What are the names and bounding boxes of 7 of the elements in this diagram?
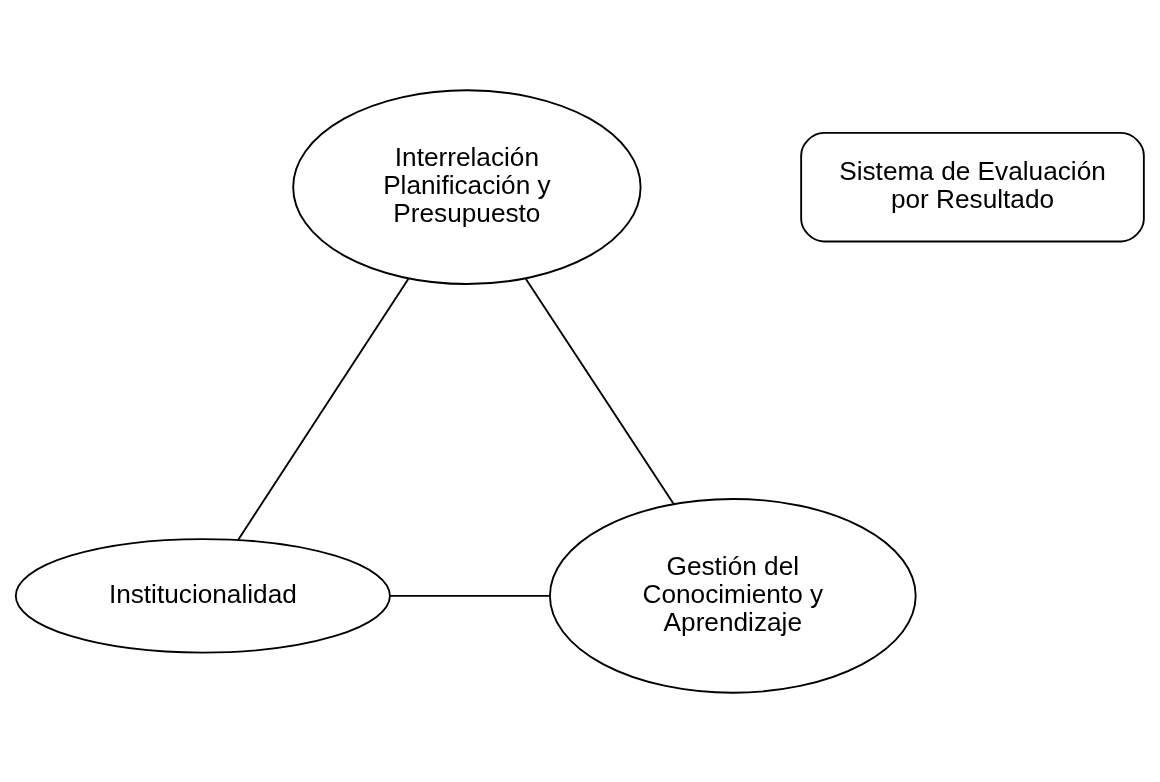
node-ellipse: Institucionalidad xyxy=(14,537,391,654)
node-ellipse: Gestión del Conocimiento y Aprendizaje xyxy=(549,497,917,694)
connector xyxy=(237,276,410,541)
node-box: Sistema de Evaluación por Resultado xyxy=(800,131,1145,242)
connector xyxy=(524,276,675,505)
node-ellipse: Interrelación Planificación y Presupuesto xyxy=(292,88,642,285)
connector xyxy=(388,594,551,597)
